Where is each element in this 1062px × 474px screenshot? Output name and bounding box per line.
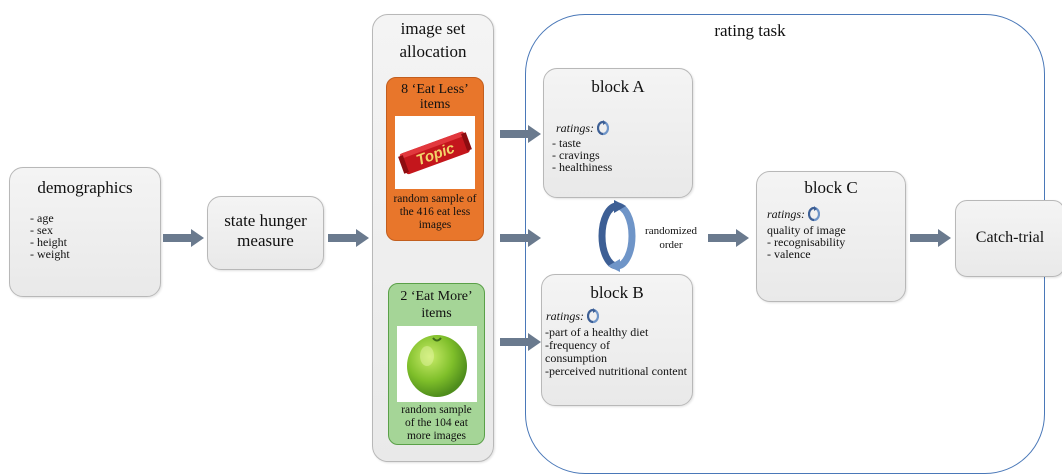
block-c-item: quality of image <box>767 223 846 237</box>
eat-less-header: 8 ‘Eat Less’ items <box>401 82 469 112</box>
arrow-block-c-to-catch <box>910 229 951 247</box>
eat-less-caption: random sample of the 416 eat less images <box>393 193 477 231</box>
arrow-order-to-block-c <box>708 229 749 247</box>
eat-more-caption: random sample of the 104 eat more images <box>401 404 472 442</box>
randomized-order-label: randomized order <box>645 225 697 251</box>
block-b-item: -perceived nutritional content <box>545 364 687 378</box>
block-c-title: block C <box>804 178 858 197</box>
catch-trial-title: Catch-trial <box>975 229 1045 246</box>
eat-more-box: 2 ‘Eat More’ items random sample of the … <box>388 283 485 445</box>
block-c-ratings-label: ratings: <box>767 206 806 221</box>
arrow-allocation-to-block-a <box>500 125 541 143</box>
demographics-item: - weight <box>30 247 70 261</box>
demographics-title: demographics <box>37 178 133 197</box>
demographics-item: - age <box>30 211 54 225</box>
randomized-order-cycle-icon <box>596 200 638 272</box>
block-b-item: -frequency of consumption <box>545 338 610 365</box>
block-c-item: - valence <box>767 247 811 261</box>
demographics-item: - height <box>30 235 67 249</box>
block-a-item: - taste <box>552 136 581 150</box>
apple-image <box>396 326 477 402</box>
swap-icon <box>587 308 600 324</box>
arrow-allocation-to-block-b <box>500 333 541 351</box>
candy-bar-image: Topic <box>395 116 475 189</box>
block-b-ratings-label: ratings: <box>546 308 585 323</box>
arrow-hunger-to-allocation <box>328 229 369 247</box>
arrow-demographics-to-hunger <box>163 229 204 247</box>
eat-more-header: 2 ‘Eat More’ items <box>400 289 473 321</box>
catch-trial-box: Catch-trial <box>955 200 1062 277</box>
swap-icon <box>597 120 610 136</box>
block-a-box: block A ratings: - taste - cravings - he… <box>543 68 693 198</box>
demographics-box: demographics - age - sex - height - weig… <box>9 167 161 297</box>
block-a-title: block A <box>591 77 645 96</box>
block-b-title: block B <box>590 283 644 302</box>
block-b-item: -part of a healthy diet <box>545 325 649 339</box>
block-b-box: block B ratings: -part of a healthy diet… <box>541 274 693 406</box>
block-c-item: - recognisability <box>767 235 846 249</box>
allocation-title: image set allocation <box>399 19 467 61</box>
demographics-item: - sex <box>30 223 53 237</box>
swap-icon <box>808 206 821 222</box>
state-hunger-box: state hunger measure <box>207 196 324 270</box>
block-a-ratings-label: ratings: <box>556 120 595 135</box>
arrow-allocation-to-rating <box>500 229 541 247</box>
block-a-item: - healthiness <box>552 160 613 174</box>
block-a-item: - cravings <box>552 148 600 162</box>
eat-less-box: 8 ‘Eat Less’ items Topic random sample o… <box>386 77 484 241</box>
rating-task-title: rating task <box>714 21 786 40</box>
state-hunger-title: state hunger measure <box>224 211 307 250</box>
block-c-box: block C ratings: quality of image - reco… <box>756 171 906 302</box>
